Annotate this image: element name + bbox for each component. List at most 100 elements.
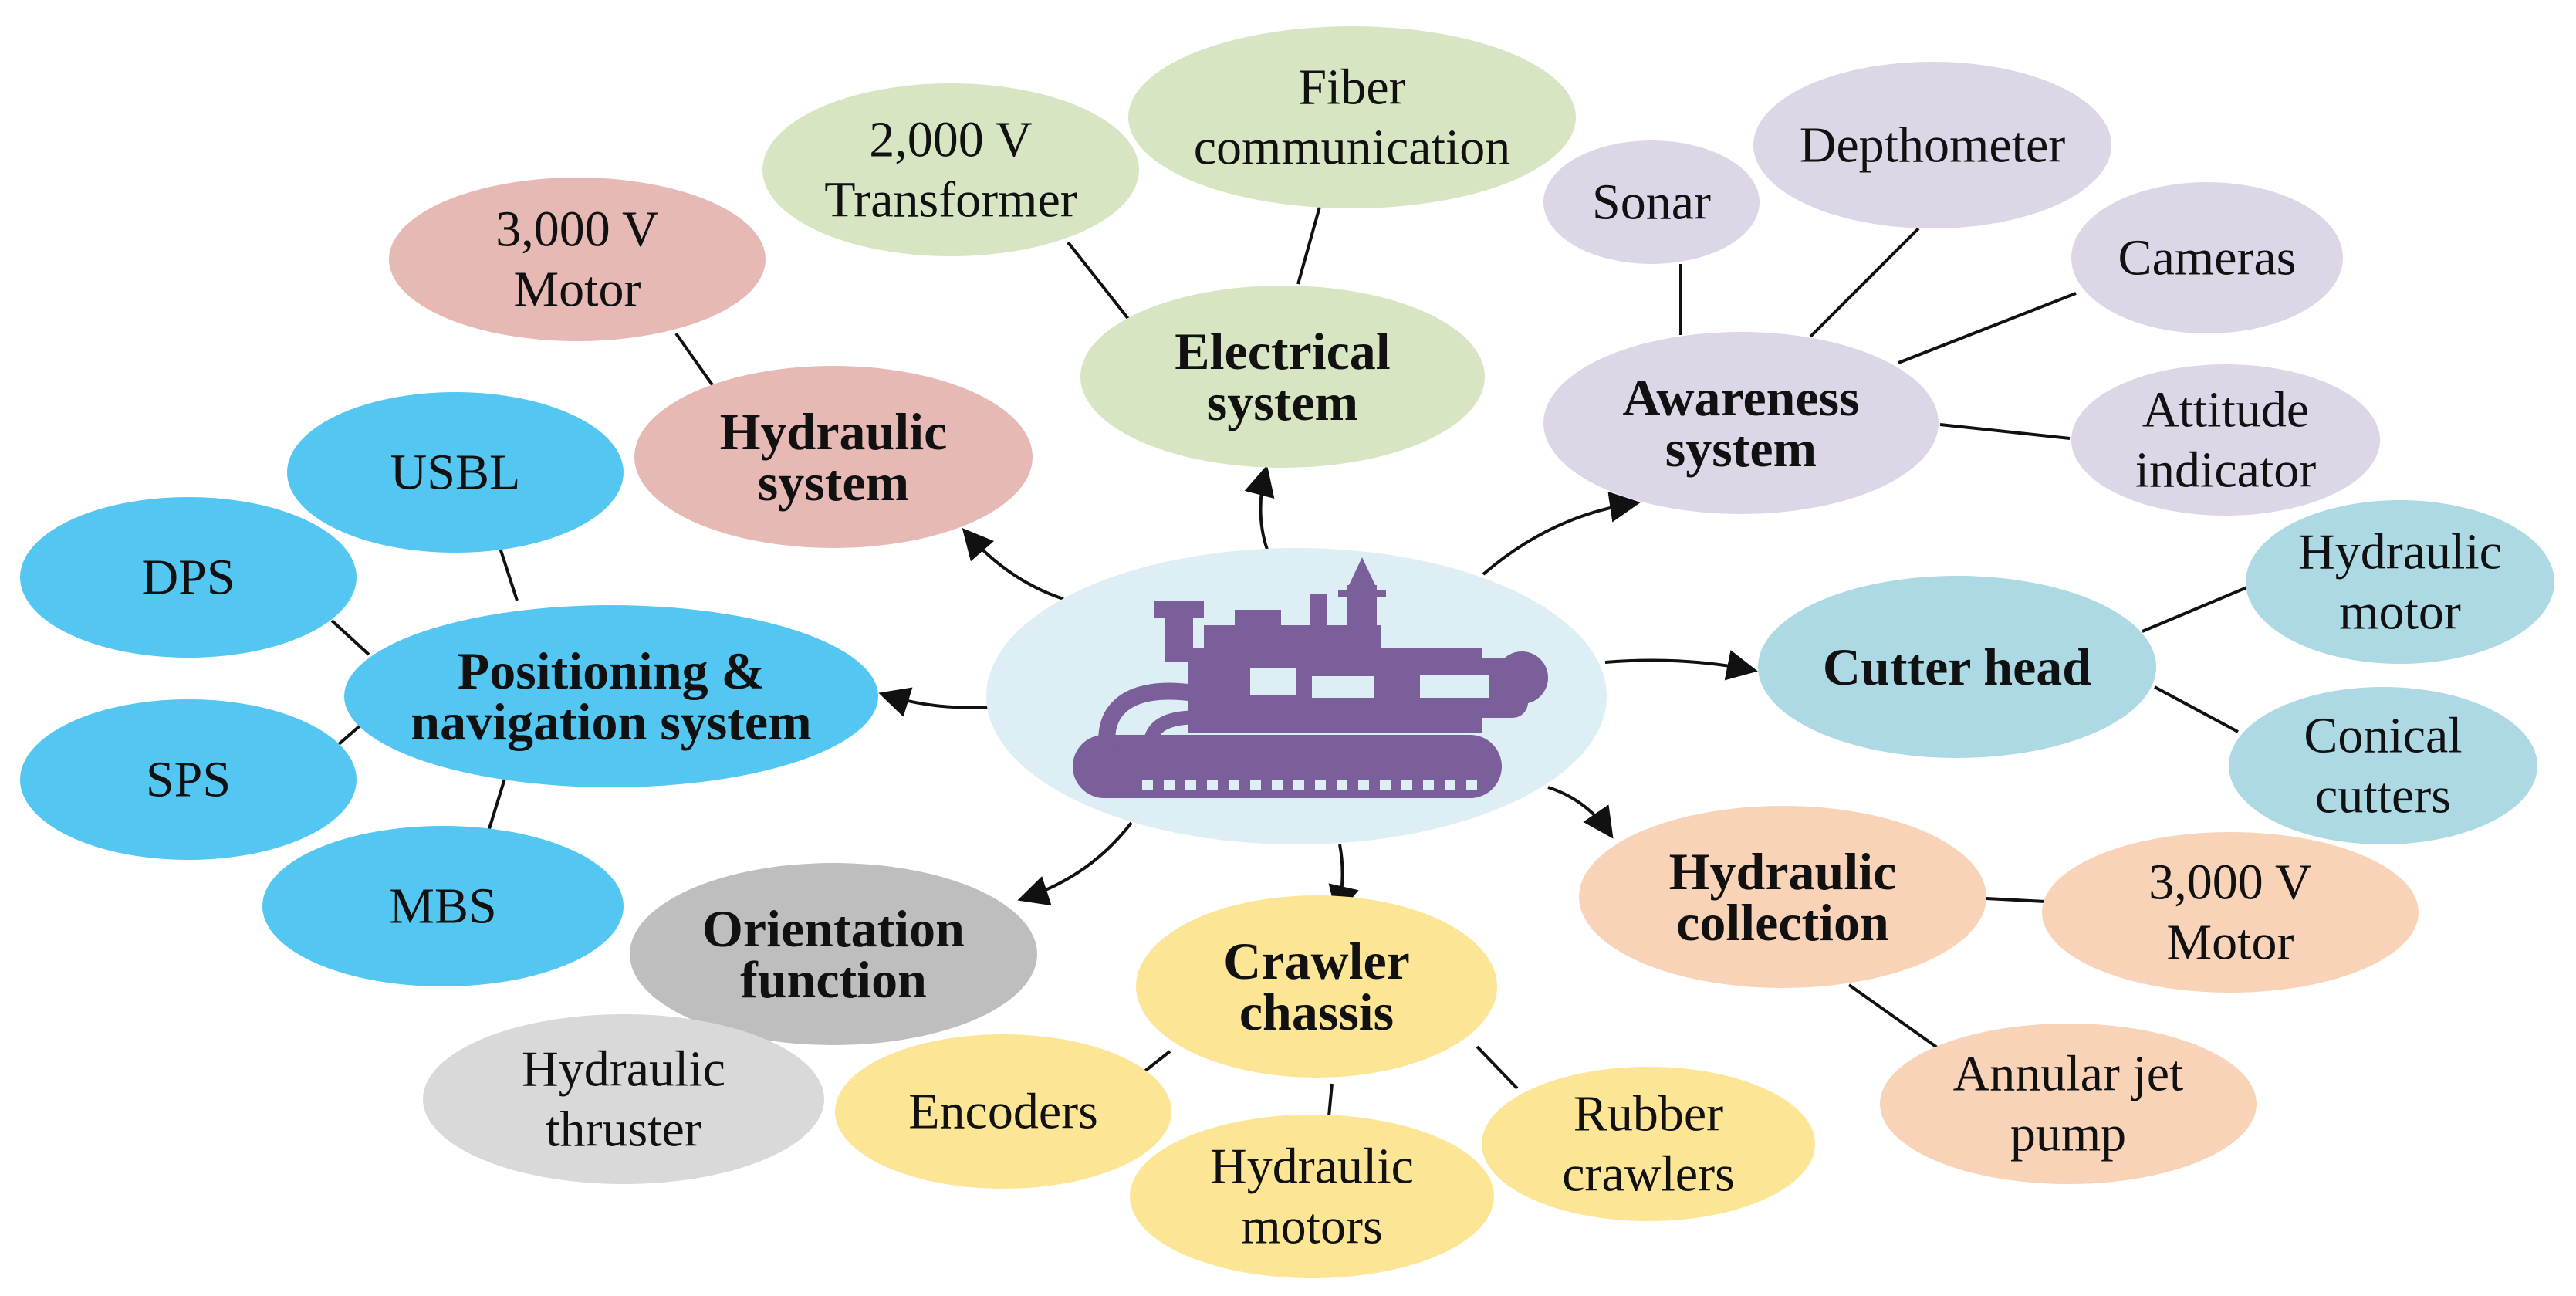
- arrow-to-orientation: [1017, 821, 1133, 906]
- node-label-line: DPS: [141, 550, 235, 606]
- node-label-line: Orientation: [702, 899, 965, 958]
- link-collection-motor: [1986, 897, 2046, 903]
- arrow-to-hydraulic-system: [962, 527, 1064, 601]
- track-tooth: [1423, 780, 1434, 790]
- node-ellipse: [630, 863, 1037, 1045]
- node-label-line: chassis: [1239, 983, 1394, 1041]
- track-tooth: [1250, 780, 1261, 790]
- node-ellipse: [1753, 62, 2111, 228]
- node-label-line: Motor: [2167, 915, 2294, 971]
- node-ellipse: [2246, 500, 2554, 664]
- node-ellipse: [262, 826, 624, 986]
- node-ellipse: [20, 497, 357, 658]
- node-label-line: Motor: [514, 262, 641, 318]
- node-ellipse: [835, 1034, 1171, 1189]
- node-label-line: MBS: [389, 878, 496, 935]
- track-tooth: [1337, 780, 1347, 790]
- connector-lines: [330, 206, 2250, 1117]
- node-label-line: pump: [2010, 1106, 2126, 1162]
- node-label-line: Hydraulic: [522, 1041, 725, 1098]
- node-ellipse: [2071, 182, 2343, 333]
- node-label-line: Hydraulic: [1210, 1139, 1414, 1195]
- node-label-line: Hydraulic: [2298, 524, 2502, 580]
- link-annular-jet-pump: [1847, 983, 1946, 1054]
- node-label-line: Attitude: [2142, 382, 2309, 438]
- track-tooth: [1445, 780, 1455, 790]
- node-label-line: Fiber: [1298, 59, 1405, 116]
- node-label-line: motor: [2339, 584, 2461, 641]
- node-label-line: function: [740, 950, 927, 1009]
- node-ellipse: [1080, 286, 1485, 468]
- track-tooth: [1380, 780, 1391, 790]
- track-tooth: [1164, 780, 1175, 790]
- node-label-line: USBL: [390, 445, 521, 501]
- link-usbl: [499, 547, 519, 601]
- node-positioning-navigation-system: Positioning &navigation system: [344, 605, 878, 787]
- node-label-line: Transformer: [824, 172, 1077, 228]
- arrow-to-hydraulic-collection: [1547, 786, 1614, 839]
- node-cameras: Cameras: [2071, 182, 2343, 333]
- node-label-line: indicator: [2135, 442, 2317, 499]
- link-rubber-crawlers: [1476, 1045, 1519, 1090]
- link-depthometer: [1809, 227, 1920, 338]
- node-label-line: system: [1207, 373, 1358, 431]
- node-label-line: 3,000 V: [495, 201, 658, 258]
- node-ellipse: [634, 366, 1033, 548]
- node-ellipse: [1136, 895, 1497, 1078]
- diagram-nodes: Positioning &navigation systemUSBLDPSSPS…: [20, 26, 2554, 1278]
- node-label-line: Cameras: [2118, 230, 2297, 286]
- node-ellipse: [1543, 332, 1939, 514]
- node-ellipse: [2042, 832, 2419, 993]
- node-cutter-head: Cutter head: [1758, 576, 2156, 758]
- node-label-line: crawlers: [1562, 1146, 1735, 1203]
- arrow-to-cutter-head: [1604, 650, 1758, 681]
- link-fiber: [1296, 206, 1321, 285]
- node-label-line: thruster: [546, 1101, 701, 1158]
- link-cutter-hydraulic-motor: [2142, 585, 2250, 633]
- link-transformer: [1067, 241, 1133, 324]
- node-ellipse: [344, 605, 878, 787]
- node-ellipse: [423, 1014, 824, 1184]
- node-label-line: collection: [1676, 893, 1889, 952]
- node-label-line: Annular jet: [1953, 1046, 2184, 1102]
- track-tooth: [1142, 780, 1153, 790]
- track-tooth: [1466, 780, 1477, 790]
- node-sonar: Sonar: [1543, 140, 1760, 264]
- node-ellipse: [762, 83, 1139, 256]
- node-label-line: cutters: [2315, 768, 2451, 824]
- node-label-line: system: [758, 453, 909, 512]
- node-label-line: system: [1665, 419, 1817, 478]
- node-label-line: Electrical: [1175, 322, 1390, 381]
- track-tooth: [1293, 780, 1304, 790]
- node-label-line: Rubber: [1574, 1086, 1723, 1142]
- node-label-line: 2,000 V: [869, 112, 1032, 168]
- node-dps: DPS: [20, 497, 357, 658]
- link-cameras: [1898, 292, 2077, 364]
- node-ellipse: [2071, 364, 2380, 516]
- node-label-line: motors: [1241, 1199, 1382, 1255]
- track-tooth: [1272, 780, 1283, 790]
- center-arrows: [878, 465, 1758, 917]
- node-label-line: Hydraulic: [1669, 842, 1897, 901]
- node-label-line: Positioning &: [458, 641, 766, 700]
- node-encoders: Encoders: [835, 1034, 1171, 1189]
- node-ellipse: [1130, 1115, 1494, 1278]
- arrow-to-electrical: [1244, 465, 1275, 550]
- link-hydraulic-motors: [1327, 1083, 1334, 1117]
- node-label-line: Sonar: [1592, 174, 1711, 231]
- arrow-to-awareness: [1482, 491, 1641, 576]
